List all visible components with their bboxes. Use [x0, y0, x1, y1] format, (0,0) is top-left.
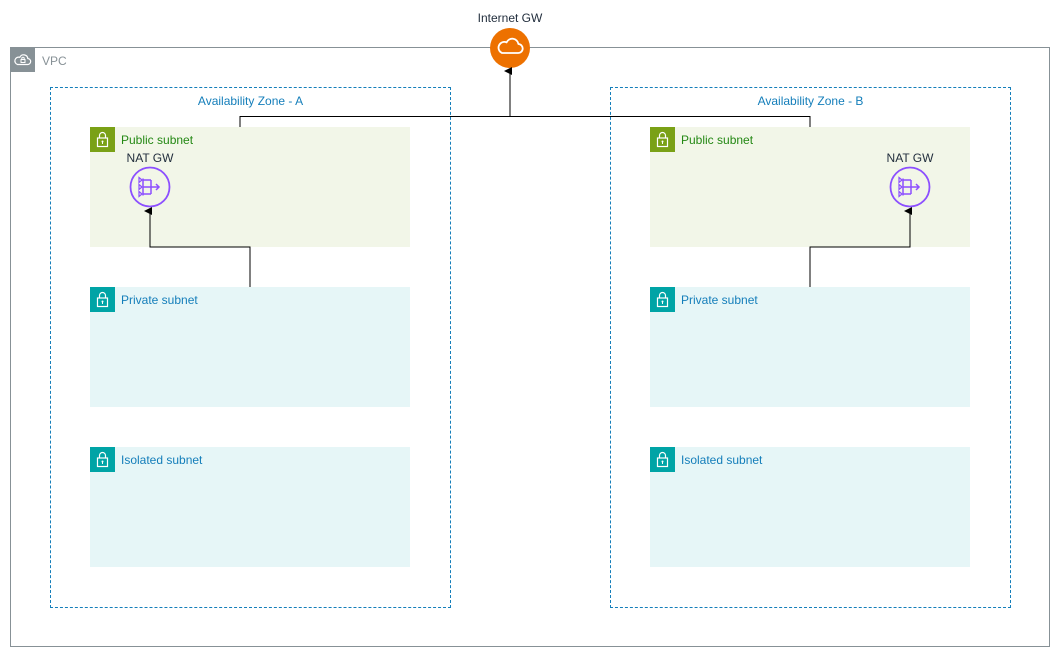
nat-gateway-a-label: NAT GW	[126, 151, 174, 165]
private-subnet-a[interactable]: Private subnet	[90, 287, 410, 407]
padlock-icon	[650, 447, 675, 472]
public-subnet-a-to-igw-line	[239, 116, 510, 127]
internet-gateway-cloud-icon[interactable]	[489, 27, 531, 69]
vpc-label: VPC	[42, 54, 67, 68]
availability-zone-a-label: Availability Zone - A	[197, 94, 304, 108]
private-subnet-b[interactable]: Private subnet	[650, 287, 970, 407]
isolated-subnet-b[interactable]: Isolated subnet	[650, 447, 970, 567]
padlock-icon	[90, 447, 115, 472]
padlock-icon	[650, 287, 675, 312]
private-b-to-nat-b-arrow	[809, 207, 912, 287]
public-subnet-b-to-igw-line	[510, 116, 811, 127]
padlock-icon	[90, 287, 115, 312]
private-subnet-a-label: Private subnet	[121, 293, 198, 307]
isolated-subnet-a-label: Isolated subnet	[121, 453, 203, 467]
vpc-container	[10, 47, 1050, 647]
nat-gateway-a-icon[interactable]	[129, 166, 171, 208]
internet-gateway-label: Internet GW	[477, 11, 543, 25]
vpc-cloud-lock-icon	[10, 47, 35, 72]
nat-gateway-b-icon[interactable]	[889, 166, 931, 208]
availability-zone-b: Availability Zone - B	[610, 87, 1011, 608]
availability-zone-b-label: Availability Zone - B	[757, 94, 864, 108]
private-subnet-b-label: Private subnet	[681, 293, 758, 307]
nat-gateway-b-label: NAT GW	[886, 151, 934, 165]
isolated-subnet-a[interactable]: Isolated subnet	[90, 447, 410, 567]
private-a-to-nat-a-arrow	[144, 207, 251, 287]
public-subnet-b-label: Public subnet	[681, 133, 754, 147]
availability-zone-a: Availability Zone - A	[50, 87, 451, 608]
padlock-icon	[650, 127, 675, 152]
public-subnet-a-label: Public subnet	[121, 133, 194, 147]
padlock-icon	[90, 127, 115, 152]
isolated-subnet-b-label: Isolated subnet	[681, 453, 763, 467]
